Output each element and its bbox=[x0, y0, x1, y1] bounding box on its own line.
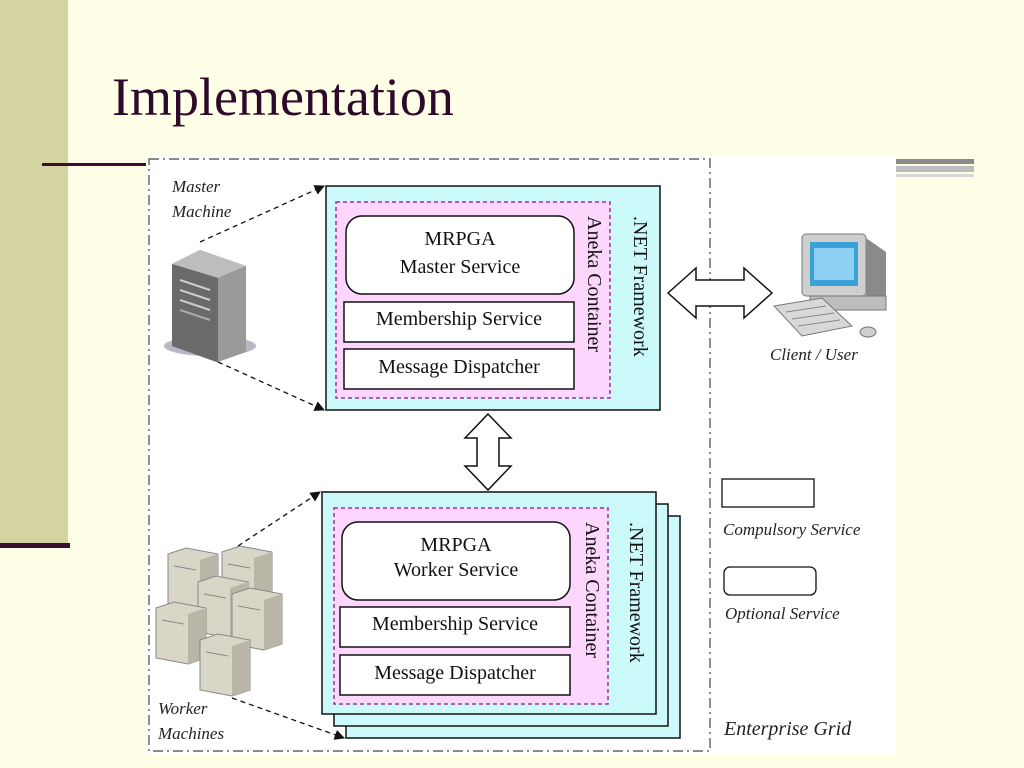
master-arrow-bottom bbox=[217, 361, 325, 411]
page-title: Implementation bbox=[112, 67, 454, 127]
sidebar-rule bbox=[0, 543, 70, 548]
master-mrpga-subtitle: Master Service bbox=[399, 256, 521, 278]
worker-dispatcher-box bbox=[339, 654, 571, 696]
legend-compulsory-swatch bbox=[721, 478, 815, 508]
master-framework-label: .NET Framework bbox=[629, 216, 651, 357]
client-double-arrow bbox=[666, 266, 774, 320]
master-membership-box bbox=[343, 301, 575, 343]
vertical-double-arrow bbox=[463, 412, 513, 492]
worker-membership-box bbox=[339, 606, 571, 648]
legend-optional-swatch bbox=[723, 566, 817, 596]
worker-mrpga-subtitle: Worker Service bbox=[393, 559, 519, 581]
worker-machines-label: Worker Machines bbox=[158, 696, 224, 746]
right-accent-bar-light bbox=[896, 166, 974, 172]
worker-machines-label-line1: Worker bbox=[158, 699, 208, 718]
master-dispatcher-box bbox=[343, 348, 575, 390]
master-mrpga-box bbox=[345, 215, 575, 295]
right-accent-bar bbox=[896, 159, 974, 164]
diagram-canvas bbox=[148, 158, 887, 752]
master-mrpga-title: MRPGA bbox=[424, 228, 496, 250]
worker-machines-label-line2: Machines bbox=[158, 724, 225, 743]
title-rule bbox=[42, 163, 152, 166]
right-accent-bar-thin bbox=[896, 174, 974, 177]
worker-mrpga-box bbox=[341, 521, 571, 601]
client-computer-icon bbox=[772, 233, 887, 338]
worker-dispatcher-label: Message Dispatcher bbox=[374, 662, 536, 684]
worker-servers-icon bbox=[155, 545, 283, 697]
master-dispatcher-label: Message Dispatcher bbox=[378, 356, 540, 378]
master-machine-label: Master Machine bbox=[172, 174, 231, 224]
worker-container-label: Aneka Container bbox=[581, 522, 603, 659]
master-container-label: Aneka Container bbox=[583, 216, 605, 353]
worker-membership-label: Membership Service bbox=[371, 613, 539, 635]
master-machine-label-line2: Machine bbox=[172, 202, 232, 221]
worker-arrow-top bbox=[237, 491, 321, 547]
worker-framework-label: .NET Framework bbox=[625, 522, 647, 663]
master-membership-label: Membership Service bbox=[375, 308, 543, 330]
master-machine-label-line1: Master bbox=[172, 177, 221, 196]
worker-arrow-bottom bbox=[231, 697, 345, 740]
master-arrow-top bbox=[199, 185, 325, 243]
sidebar-band bbox=[0, 0, 68, 545]
master-server-icon bbox=[164, 250, 256, 362]
enterprise-grid-label: Enterprise Grid bbox=[724, 718, 852, 740]
enterprise-grid-boundary bbox=[148, 158, 711, 752]
worker-mrpga-title: MRPGA bbox=[420, 534, 492, 556]
architecture-diagram: Master Machine MRPGA Master Service Memb… bbox=[146, 156, 896, 754]
legend-compulsory-label: Compulsory Service bbox=[723, 520, 861, 539]
legend-optional-label: Optional Service bbox=[725, 604, 840, 623]
client-user-label: Client / User bbox=[770, 345, 858, 364]
